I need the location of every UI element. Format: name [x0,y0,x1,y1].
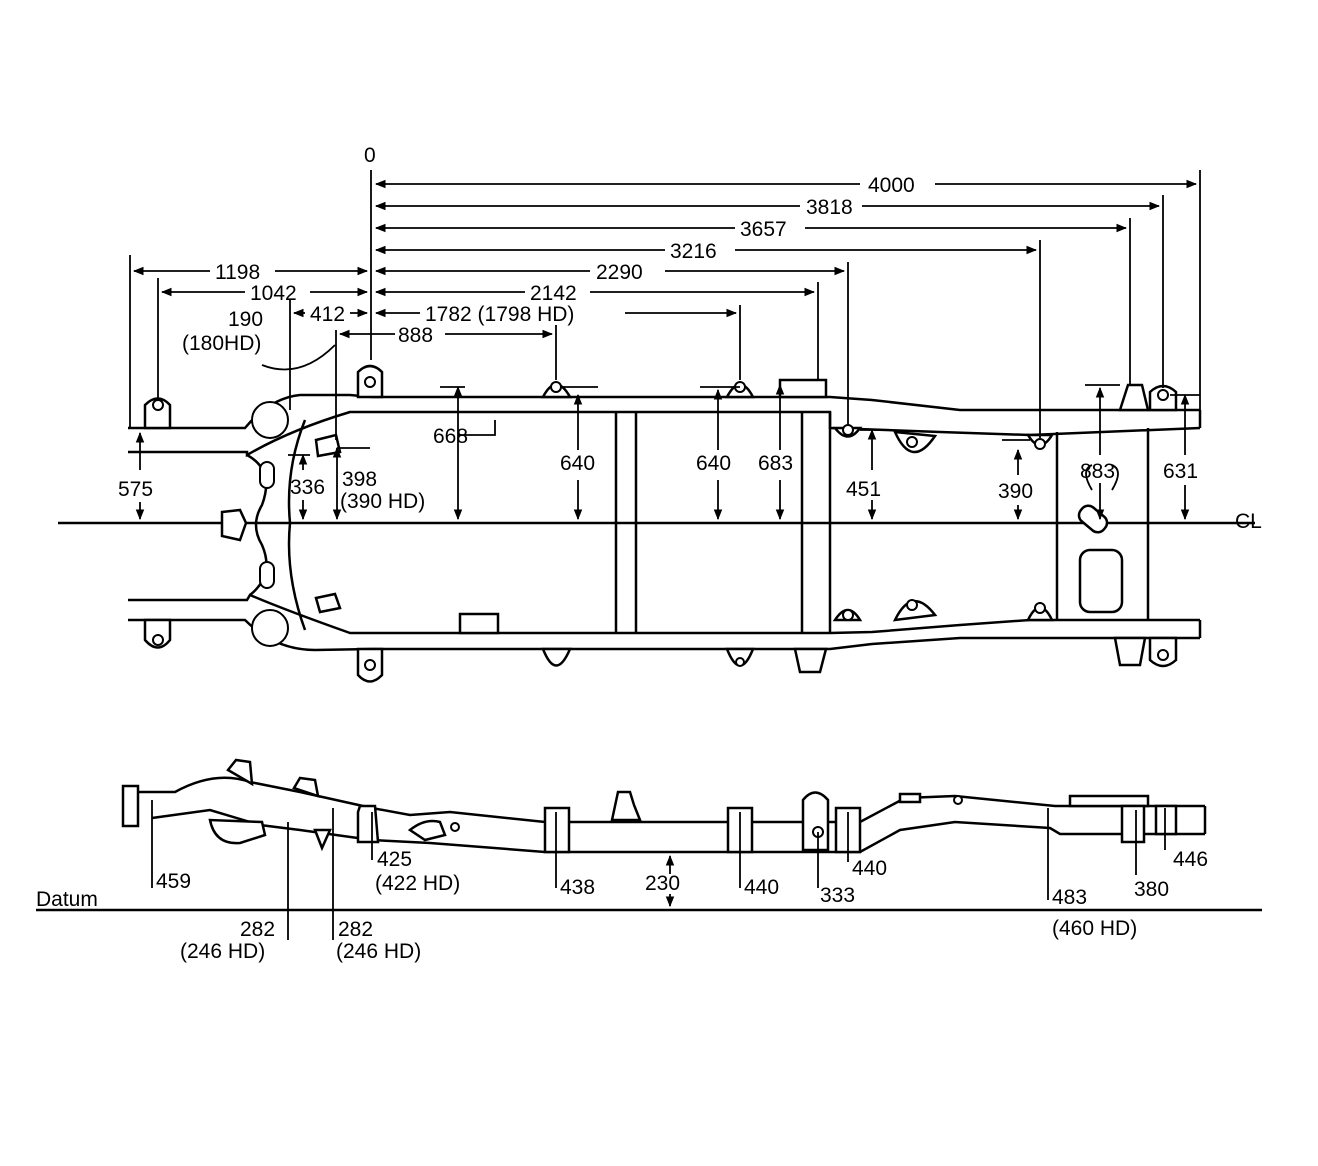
dim-1782: 1782 (1798 HD) [425,303,574,326]
dim-398-hd: (390 HD) [340,490,425,513]
centerline-label: CL [1235,510,1262,533]
dim-190: 190 [228,308,263,331]
dim-640-a: 640 [560,452,595,475]
height-282-a-hd: (246 HD) [180,940,265,963]
dim-3216: 3216 [670,240,717,263]
dim-398: 398 [342,468,377,491]
height-459: 459 [156,870,191,893]
dim-190-hd: (180HD) [182,332,261,355]
top-view: CL 0 [58,144,1262,683]
height-230: 230 [645,872,680,895]
mount-brackets [143,364,1178,683]
side-view: Datum [36,758,1262,963]
dim-4000: 4000 [868,174,915,197]
height-440-b: 440 [852,857,887,880]
height-333: 333 [820,884,855,907]
height-440-a: 440 [744,876,779,899]
height-282-a: 282 [240,918,275,941]
dim-575: 575 [118,478,153,501]
dim-3818: 3818 [806,196,853,219]
dim-451: 451 [846,478,881,501]
dim-390: 390 [998,480,1033,503]
dim-631: 631 [1163,460,1198,483]
dim-640-b: 640 [696,452,731,475]
height-483: 483 [1052,886,1087,909]
dim-883: 883 [1080,460,1115,483]
dim-888: 888 [398,324,433,347]
dim-1198: 1198 [215,261,260,284]
height-425: 425 [377,848,412,871]
middle-crossmembers [614,412,832,633]
side-frame-profile [121,758,1207,854]
dim-412: 412 [310,303,345,326]
horizontal-dimension-lines [129,170,1201,440]
side-dimension-lines [151,800,1166,940]
datum-label: Datum [36,888,98,911]
height-282-b-hd: (246 HD) [336,940,421,963]
dim-2142: 2142 [530,282,577,305]
vertical-dimension-lines [135,383,1200,521]
dim-668: 668 [433,425,468,448]
height-446: 446 [1173,848,1208,871]
front-crossmember [220,401,307,647]
dim-2290: 2290 [596,261,643,284]
height-282-b: 282 [338,918,373,941]
dim-336: 336 [290,476,325,499]
dim-683: 683 [758,452,793,475]
rear-crossmember [1055,428,1150,620]
height-425-hd: (422 HD) [375,872,460,895]
dim-1042: 1042 [250,282,297,305]
height-380: 380 [1134,878,1169,901]
height-483-hd: (460 HD) [1052,917,1137,940]
origin-label: 0 [364,144,376,167]
dim-3657: 3657 [740,218,787,241]
height-438: 438 [560,876,595,899]
